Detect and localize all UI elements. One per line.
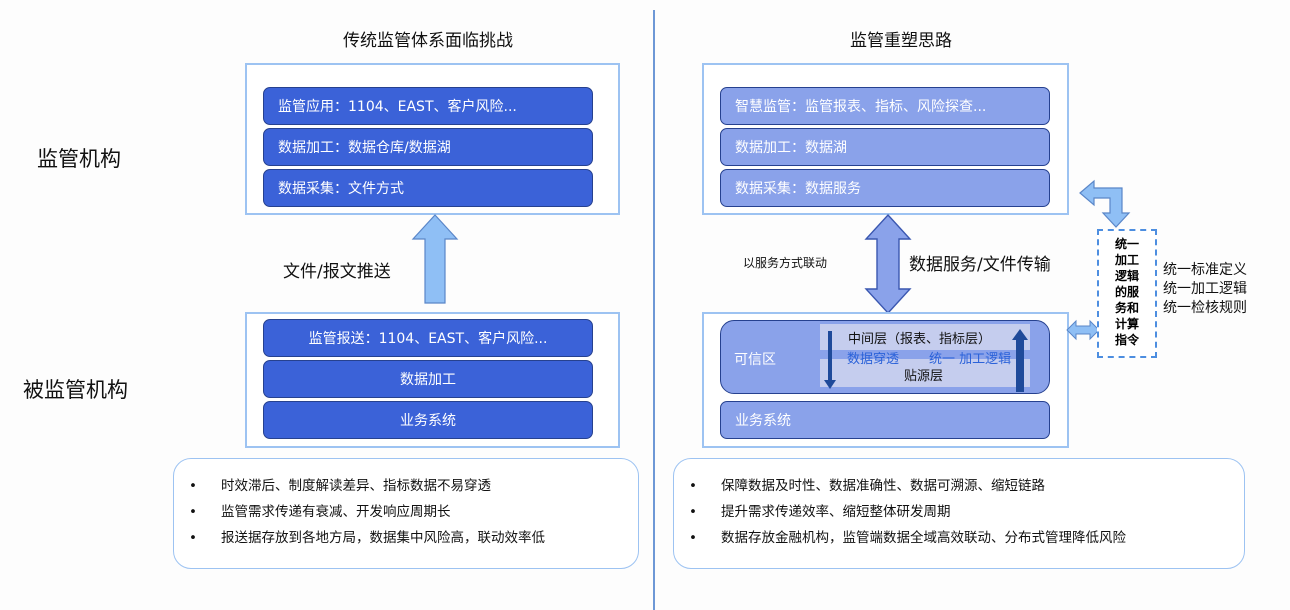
list-item: •保障数据及时性、数据准确性、数据可溯源、缩短链路 [674,473,1244,499]
left-challenges-list: •时效滞后、制度解读差异、指标数据不易穿透 •监管需求传递有衰减、开发响应周期长… [173,458,639,569]
list-item: •时效滞后、制度解读差异、指标数据不易穿透 [174,473,638,499]
standard-item: 统一加工逻辑 [1163,281,1247,297]
bullet-icon: • [689,504,697,520]
middle-layer-label: 中间层（报表、指标层） [848,332,992,347]
service-link-label: 以服务方式联动 [743,256,828,270]
right-smart-supervision-bar: 智慧监管：监管报表、指标、风险探查... [720,87,1050,125]
push-up-arrow-icon [411,214,459,304]
left-regulator-processing-bar: 数据加工：数据仓库/数据湖 [263,128,593,166]
list-item: •报送据存放到各地方局，数据集中风险高，联动效率低 [174,525,638,551]
bullet-icon: • [189,504,197,520]
bullet-icon: • [689,478,697,494]
regulated-label: 被监管机构 [23,378,128,402]
left-regulated-processing-bar: 数据加工 [263,360,593,398]
trusted-zone-label: 可信区 [734,352,776,368]
bidirectional-arrow-icon [864,213,912,315]
unified-service-box: 统一加工逻辑的服务和计算指令 [1097,229,1157,358]
drill-through-label: 数据穿透 [847,352,900,367]
unified-service-label: 统一加工逻辑的服务和计算指令 [1114,237,1139,347]
left-section-title: 传统监管体系面临挑战 [343,31,513,51]
aggregate-up-arrow-icon [1012,329,1028,392]
left-regulator-collection-bar: 数据采集：文件方式 [263,169,593,207]
right-benefits-list: •保障数据及时性、数据准确性、数据可溯源、缩短链路 •提升需求传递效率、缩短整体… [673,458,1245,569]
left-regulator-app-bar: 监管应用：1104、EAST、客户风险... [263,87,593,125]
section-divider [653,10,655,610]
bullet-icon: • [189,478,197,494]
unified-logic-label: 统一 加工逻辑 [929,352,1012,367]
regulator-label: 监管机构 [37,147,121,171]
standards-list: 统一标准定义 统一加工逻辑 统一检核规则 [1163,261,1247,318]
right-business-system-bar: 业务系统 [720,401,1050,439]
list-item: •监管需求传递有衰减、开发响应周期长 [174,499,638,525]
left-regulated-business-bar: 业务系统 [263,401,593,439]
push-arrow-label: 文件/报文推送 [283,262,391,282]
right-collection-bar: 数据采集：数据服务 [720,169,1050,207]
right-section-title: 监管重塑思路 [850,31,952,51]
right-processing-bar: 数据加工：数据湖 [720,128,1050,166]
list-item: •提升需求传递效率、缩短整体研发周期 [674,499,1244,525]
standard-item: 统一检核规则 [1163,300,1247,316]
source-layer-label: 贴源层 [904,369,944,384]
data-service-arrow-label: 数据服务/文件传输 [909,255,1051,275]
standard-item: 统一标准定义 [1163,262,1247,278]
bent-arrow-icon [1079,179,1131,228]
left-regulated-report-bar: 监管报送：1104、EAST、客户风险... [263,319,593,357]
list-item: •数据存放金融机构，监管端数据全域高效联动、分布式管理降低风险 [674,525,1244,551]
middle-layer: 中间层（报表、指标层） [820,324,1030,350]
bullet-icon: • [189,530,197,546]
drill-down-arrow-icon [824,331,836,389]
source-layer: 贴源层 [820,359,1030,387]
bullet-icon: • [689,530,697,546]
small-bidirectional-arrow-icon [1066,319,1100,341]
